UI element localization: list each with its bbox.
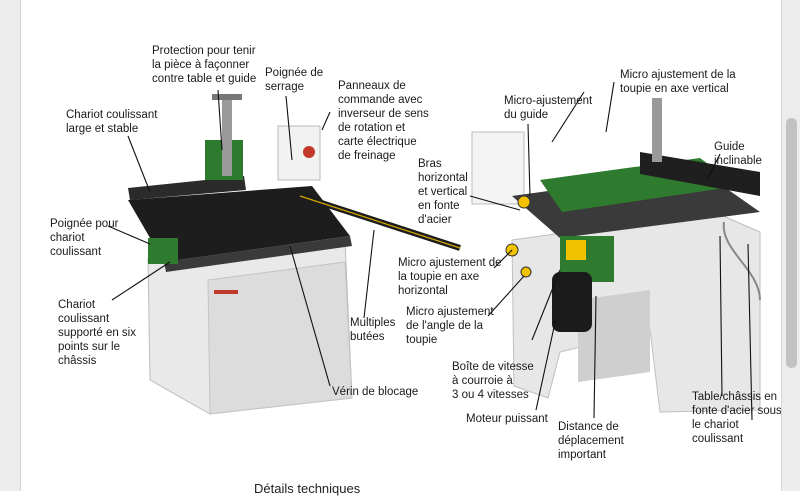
label-poignee-chariot: Poignée pour chariot coulissant: [50, 218, 119, 258]
label-poignee-serrage: Poignée de serrage: [265, 67, 324, 93]
label-protection: Protection pour tenir la pièce à façonne…: [152, 45, 257, 85]
label-guide-inclinable: Guide inclinable: [714, 141, 762, 167]
label-micro-horizontal: Micro ajustement de la toupie en axe hor…: [398, 257, 502, 297]
section-heading-details: Détails techniques: [254, 481, 361, 496]
label-micro-guide: Micro-ajustement du guide: [504, 95, 593, 121]
label-distance: Distance de déplacement important: [558, 421, 624, 461]
vertical-scrollbar[interactable]: [781, 0, 800, 491]
label-bras-horizontal: Bras horizontal et vertical en fonte d'a…: [418, 158, 468, 226]
machine-illustration: [107, 81, 761, 421]
label-panneaux-commande: Panneaux de commande avec inverseur de s…: [338, 80, 429, 162]
label-multiples-butees: Multiples butées: [350, 317, 396, 343]
label-micro-angle: Micro ajustement de l'angle de la toupie: [406, 306, 494, 346]
left-sidebar: [0, 0, 21, 491]
label-chariot-supporte: Chariot coulissant supporté en six point…: [58, 299, 136, 367]
label-chariot-large: Chariot coulissant large et stable: [66, 109, 158, 135]
label-micro-vertical: Micro ajustement de la toupie en axe ver…: [620, 69, 736, 95]
label-boite-vitesse: Boîte de vitesse à courroie à 3 ou 4 vit…: [452, 361, 534, 401]
label-table-chassis: Table/châssis en fonte d'acier sous le c…: [692, 391, 782, 445]
label-verin-blocage: Vérin de blocage: [332, 386, 419, 398]
label-moteur: Moteur puissant: [466, 413, 548, 425]
document-page: Protection pour tenir la pièce à façonne…: [20, 0, 782, 496]
scrollbar-thumb[interactable]: [786, 118, 797, 368]
